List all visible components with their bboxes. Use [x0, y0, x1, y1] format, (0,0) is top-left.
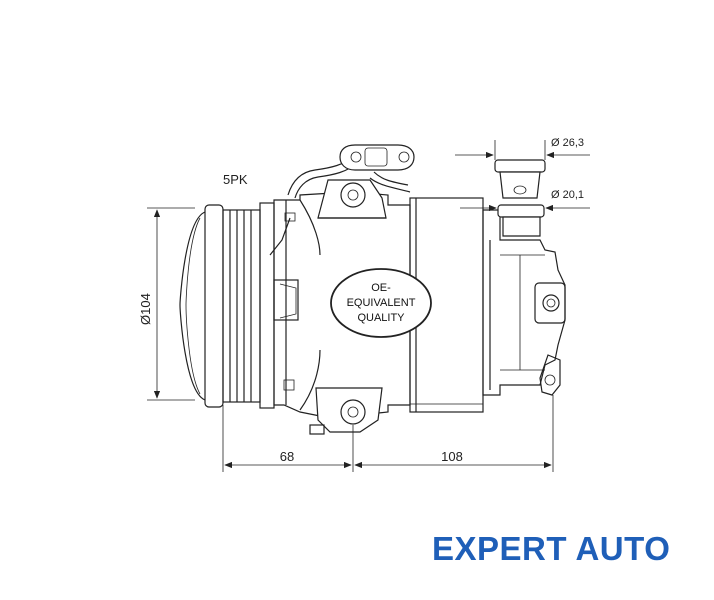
oe-line-3: QUALITY: [357, 312, 405, 324]
top-mount-ear: [317, 179, 387, 219]
oe-line-1: OE-: [371, 282, 391, 294]
bottom-mount-ear: [309, 387, 383, 435]
dim-108-label: 108: [441, 449, 463, 464]
oe-quality-label: OE- EQUIVALENT QUALITY: [330, 268, 432, 338]
dimension-diameter-104: Ø104: [138, 207, 195, 401]
dimension-port-26-3: Ø 26,3: [455, 137, 590, 160]
dimension-length: 68 108: [222, 395, 554, 472]
dim-port-26-3-label: Ø 26,3: [551, 137, 584, 149]
dim-68-label: 68: [280, 449, 294, 464]
dim-diameter-104-label: Ø104: [138, 293, 153, 325]
dim-port-20-1-label: Ø 20,1: [551, 189, 584, 201]
expert-auto-watermark: EXPERT AUTO: [432, 530, 671, 567]
pulley: [179, 202, 275, 409]
refrigerant-ports: [494, 159, 546, 237]
belt-type-label: 5PK: [223, 172, 248, 187]
oe-line-2: EQUIVALENT: [347, 297, 416, 309]
electrical-connector: [269, 144, 415, 256]
dimension-port-20-1: Ø 20,1: [460, 189, 590, 212]
